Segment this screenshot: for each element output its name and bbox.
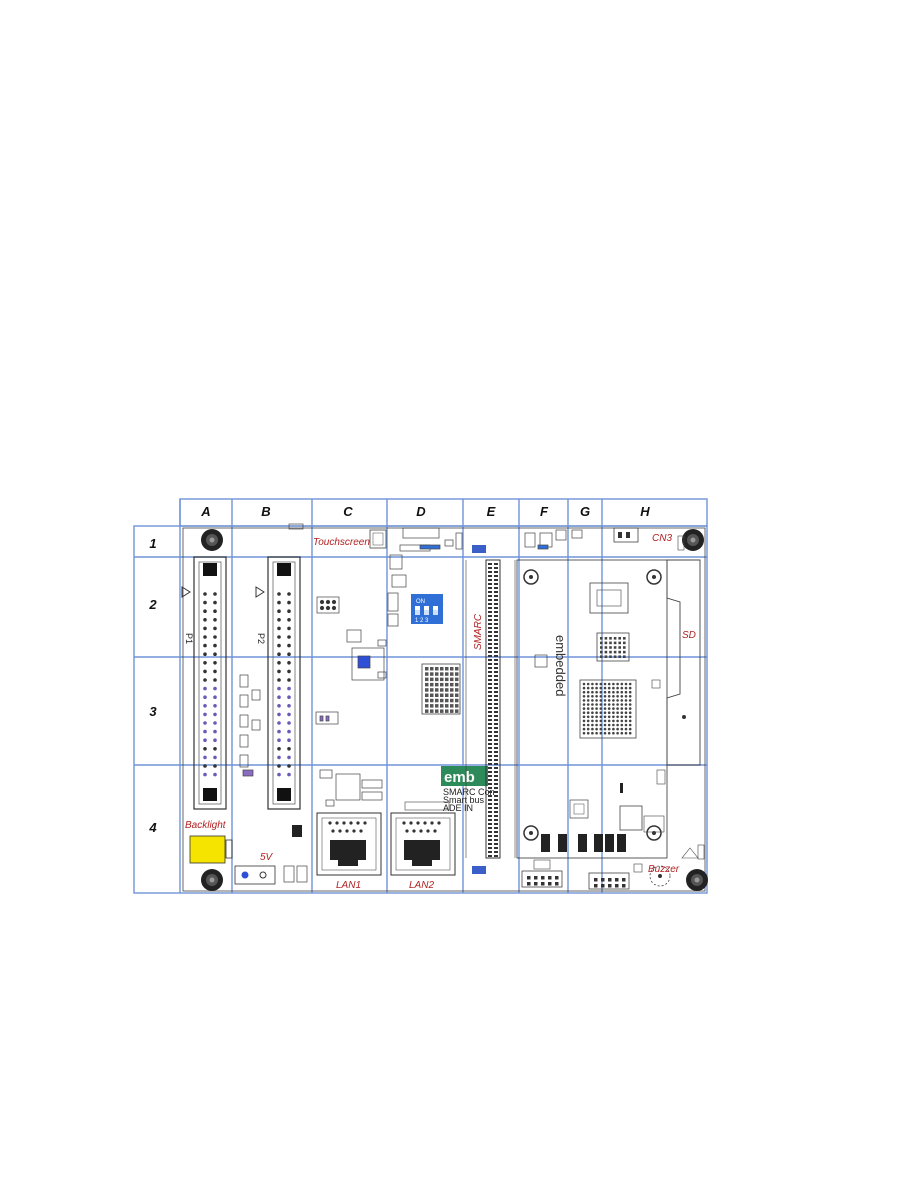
- ic-header-c: [315, 596, 387, 725]
- pin-header-g: [588, 872, 630, 890]
- mounting-hole-top-right: [682, 529, 704, 551]
- mounting-hole-bottom-left: [201, 869, 223, 891]
- backlight-connector: Backlight: [185, 820, 233, 864]
- mounting-holes: [201, 529, 708, 891]
- row-header-3: 3: [149, 704, 157, 719]
- row-header-1: 1: [149, 536, 156, 551]
- smarc-connector: SMARC: [465, 545, 516, 874]
- logo-block: emb SMARC Con Smart bus ADE IN: [441, 766, 495, 813]
- pcb-outline: [182, 527, 706, 892]
- column-header-e: E: [487, 504, 496, 519]
- column-header-f: F: [540, 504, 549, 519]
- sd-card-slot: SD: [666, 559, 701, 766]
- backlight-label: Backlight: [185, 820, 227, 831]
- logo-text: emb: [444, 769, 475, 786]
- transformer-c: [319, 769, 383, 807]
- dip-numbers: 1 2 3: [415, 618, 429, 624]
- logo-sub2: Smart bus: [443, 795, 485, 805]
- buzzer-label: Buzzer: [648, 864, 680, 875]
- column-header-h: H: [640, 504, 650, 519]
- lan1-label: LAN1: [336, 880, 361, 891]
- p1-label: P1: [184, 633, 194, 644]
- smarc-label: SMARC: [473, 613, 484, 650]
- dip-on-label: ON: [416, 599, 425, 605]
- touchscreen-label: Touchscreen: [313, 537, 370, 548]
- cn3-label: CN3: [652, 533, 672, 544]
- logic-chip-d: [421, 663, 461, 715]
- touchscreen-connector: Touchscreen: [313, 529, 387, 549]
- logo-sub1: SMARC Con: [443, 787, 495, 797]
- lan2-label: LAN2: [409, 880, 434, 891]
- column-header-c: C: [343, 504, 353, 519]
- brand-label: embedded: [553, 635, 568, 696]
- column-header-b: B: [261, 504, 270, 519]
- column-header-d: D: [416, 504, 426, 519]
- pin-header-f: [521, 859, 563, 888]
- 5v-label: 5V: [260, 852, 274, 863]
- row-header-4: 4: [148, 820, 157, 835]
- connector-p2: P2: [255, 556, 301, 810]
- power-5v-connector: 5V: [234, 825, 308, 885]
- column-header-a: A: [200, 504, 210, 519]
- lan1-connector: LAN1: [316, 812, 382, 891]
- row-header-2: 2: [148, 597, 157, 612]
- dip-switch: ON 1 2 3: [411, 594, 443, 624]
- mounting-hole-top-left: [201, 529, 223, 551]
- lan2-connector: LAN2: [390, 801, 456, 891]
- components-fg-top: [524, 529, 583, 550]
- components-d-top: [387, 527, 463, 627]
- passive-components-b: [239, 523, 304, 777]
- buzzer: Buzzer: [633, 844, 705, 887]
- p2-label: P2: [256, 633, 266, 644]
- cn3-connector: CN3: [613, 527, 685, 551]
- sd-label: SD: [682, 630, 696, 641]
- logo-sub3: ADE IN: [443, 803, 473, 813]
- mounting-hole-bottom-right: [686, 869, 708, 891]
- connector-p1: P1: [181, 556, 227, 810]
- column-header-g: G: [580, 504, 590, 519]
- smarc-module: embedded: [516, 559, 668, 859]
